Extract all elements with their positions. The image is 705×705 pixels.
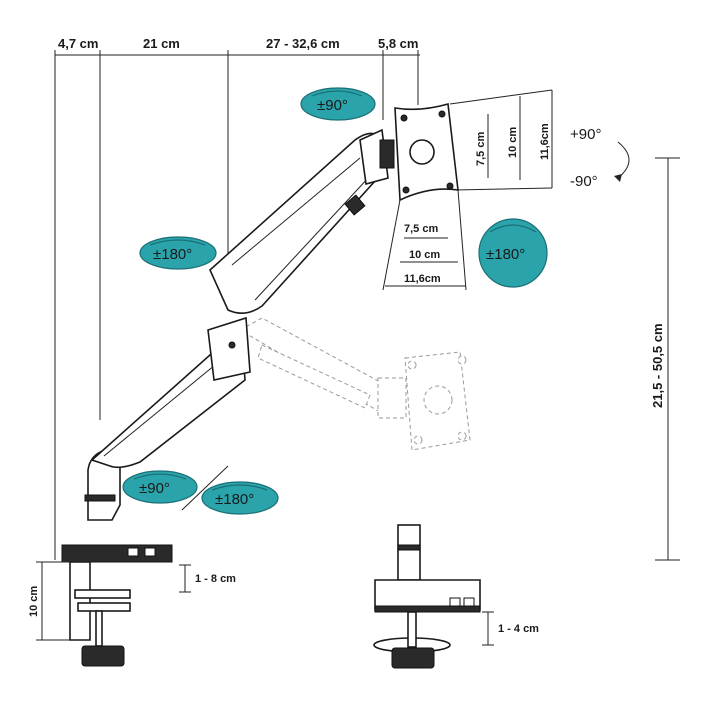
dim-head: 5,8 cm <box>378 36 418 51</box>
badge-base-swivel: ±180° <box>201 481 279 515</box>
dim-base-offset: 4,7 cm <box>58 36 98 51</box>
badge-base-tilt-label: ±90° <box>139 480 170 497</box>
divider-stroke <box>181 465 229 511</box>
badge-arm-swivel: ±180° <box>139 236 217 270</box>
badge-head-tilt-label: ±90° <box>317 97 348 114</box>
vesa-plate: 7,5 cm 10 cm 11,6cm 7,5 cm 10 cm 11,6cm <box>382 89 553 291</box>
clamp-dimensions: 10 cm 1 - 8 cm <box>28 561 236 641</box>
badge-head-tilt: ±90° <box>300 87 376 121</box>
dim-clamp-range: 1 - 8 cm <box>195 573 236 585</box>
badge-plate-rotate-label: ±180° <box>486 246 525 263</box>
dim-grommet-range: 1 - 4 cm <box>498 623 539 635</box>
dim-clamp-height: 10 cm <box>28 586 40 617</box>
badge-arm-swivel-label: ±180° <box>153 246 192 263</box>
dim-vesa-h-75: 7,5 cm <box>404 223 438 235</box>
dim-vesa-v-75: 7,5 cm <box>475 132 487 166</box>
grommet-mount: 1 - 4 cm <box>373 524 539 669</box>
dim-vesa-v-100: 10 cm <box>507 127 519 158</box>
rotation-plus-label: +90° <box>570 126 601 143</box>
ghost-arm-position <box>238 317 471 451</box>
badge-base-tilt: ±90° <box>122 470 198 504</box>
monitor-arm <box>61 128 395 667</box>
badge-plate-rotate: ±180° <box>478 218 548 288</box>
dim-upper-arm: 27 - 32,6 cm <box>266 36 340 51</box>
rotation-minus-label: -90° <box>570 173 598 190</box>
dim-vesa-h-116: 11,6cm <box>404 273 441 285</box>
rotation-range: +90° -90° <box>570 126 630 190</box>
dim-height-range: 21,5 - 50,5 cm <box>650 323 665 408</box>
post-collar <box>84 494 116 502</box>
dim-vesa-v-116: 11,6cm <box>539 123 551 160</box>
dim-lower-arm: 21 cm <box>143 36 180 51</box>
top-dimensions: 4,7 cm 21 cm 27 - 32,6 cm 5,8 cm <box>54 36 420 560</box>
dim-vesa-h-100: 10 cm <box>409 249 440 261</box>
badge-base-swivel-label: ±180° <box>215 491 254 508</box>
height-dimension: 21,5 - 50,5 cm <box>650 157 680 561</box>
